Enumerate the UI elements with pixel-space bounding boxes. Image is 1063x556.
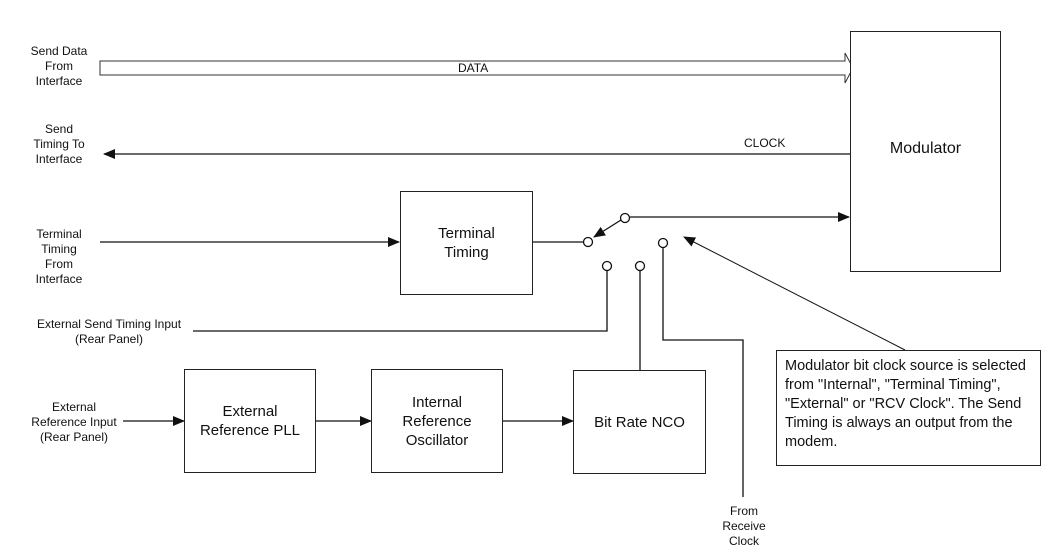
internal-osc-block: Internal Reference Oscillator xyxy=(371,369,503,473)
send-data-label: Send Data From Interface xyxy=(30,44,88,88)
modulator-label: Modulator xyxy=(889,140,962,157)
terminal-timing-input-label: Terminal Timing From Interface xyxy=(35,227,83,286)
data-bus-arrow xyxy=(99,52,854,84)
receive-clock-line xyxy=(662,248,744,497)
clock-source-note-text: Modulator bit clock source is selected f… xyxy=(785,358,1026,450)
ext-reference-label: External Reference Input (Rear Panel) xyxy=(31,400,117,444)
ext-send-timing-label: External Send Timing Input (Rear Panel) xyxy=(36,317,182,346)
send-timing-label: Send Timing To Interface xyxy=(33,122,85,166)
receive-clock-label: From Receive Clock xyxy=(722,504,766,548)
terminal-timing-block-label: Terminal Timing xyxy=(438,225,495,261)
internal-contact xyxy=(634,260,646,272)
clock-signal-label: CLOCK xyxy=(744,136,786,150)
note-callout-arrow xyxy=(683,236,906,351)
rcv-clock-contact xyxy=(657,237,669,249)
clock-source-note: Modulator bit clock source is selected f… xyxy=(776,350,1041,466)
data-signal-label: DATA xyxy=(458,61,489,75)
switch-common-contact xyxy=(619,212,631,224)
ext-ref-pll-block: External Reference PLL xyxy=(184,369,316,473)
ext-send-timing-line xyxy=(193,271,608,332)
modulator-block: Modulator xyxy=(850,31,1001,272)
terminal-timing-block: Terminal Timing xyxy=(400,191,533,295)
internal-osc-label: Internal Reference Oscillator xyxy=(402,393,472,449)
terminal-timing-contact xyxy=(582,236,594,248)
bit-rate-nco-block: Bit Rate NCO xyxy=(573,370,706,474)
bit-rate-nco-label: Bit Rate NCO xyxy=(594,413,685,431)
external-contact xyxy=(601,260,613,272)
ext-ref-pll-label: External Reference PLL xyxy=(199,403,301,439)
switch-blade xyxy=(593,219,622,238)
